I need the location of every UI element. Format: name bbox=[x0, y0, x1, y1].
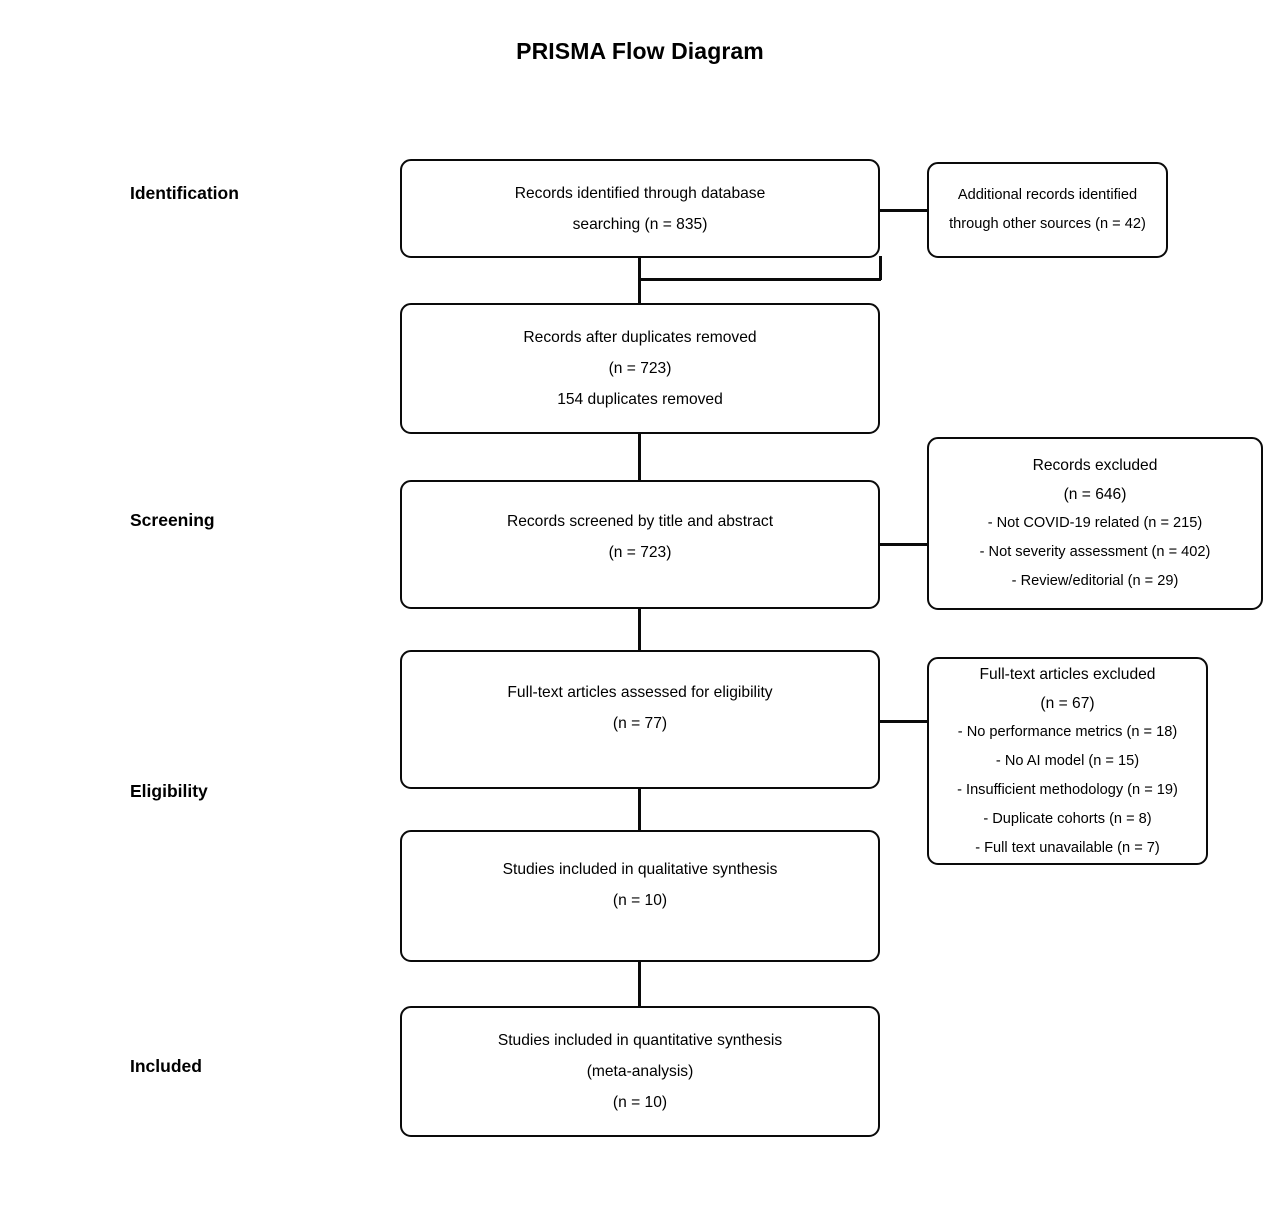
quantitative-line-3: (n = 10) bbox=[612, 1094, 668, 1111]
qualitative-synthesis-box: Studies included in qualitative synthesi… bbox=[400, 830, 880, 962]
fulltext-excluded-reason-3: - Insufficient methodology (n = 19) bbox=[957, 781, 1178, 798]
quantitative-line-1: Studies included in quantitative synthes… bbox=[497, 1032, 783, 1049]
connector-merge-bar bbox=[638, 278, 881, 281]
fulltext-assessed-line-1: Full-text articles assessed for eligibil… bbox=[507, 684, 773, 701]
stage-label-screening: Screening bbox=[130, 510, 215, 530]
qualitative-line-1: Studies included in qualitative synthesi… bbox=[502, 861, 778, 878]
connector-additional-down bbox=[879, 256, 882, 280]
quantitative-line-2: (meta-analysis) bbox=[586, 1063, 694, 1080]
connector-fulltext-to-excluded bbox=[879, 720, 929, 723]
stage-label-eligibility: Eligibility bbox=[130, 781, 208, 801]
fulltext-assessed-line-2: (n = 77) bbox=[612, 715, 668, 732]
connector-screened-to-excluded bbox=[879, 543, 929, 546]
records-excluded-box: Records excluded (n = 646) - Not COVID-1… bbox=[927, 437, 1263, 610]
qualitative-line-2: (n = 10) bbox=[612, 892, 668, 909]
records-screened-line-1: Records screened by title and abstract bbox=[506, 513, 774, 530]
records-excluded-reason-2: - Not severity assessment (n = 402) bbox=[979, 544, 1211, 560]
connector-fulltext-to-qualitative bbox=[638, 787, 641, 832]
fulltext-assessed-box: Full-text articles assessed for eligibil… bbox=[400, 650, 880, 789]
records-screened-box: Records screened by title and abstract (… bbox=[400, 480, 880, 609]
fulltext-excluded-count: (n = 67) bbox=[1040, 694, 1095, 712]
records-excluded-count: (n = 646) bbox=[1063, 486, 1127, 503]
connector-identified-to-additional bbox=[879, 209, 929, 212]
fulltext-excluded-reason-4: - Duplicate cohorts (n = 8) bbox=[983, 810, 1152, 827]
duplicates-line-2: (n = 723) bbox=[608, 360, 672, 377]
stage-label-included: Included bbox=[130, 1056, 202, 1076]
fulltext-excluded-reason-5: - Full text unavailable (n = 7) bbox=[975, 839, 1160, 856]
stage-label-identification: Identification bbox=[130, 183, 239, 203]
records-identified-line-2: searching (n = 835) bbox=[572, 215, 708, 233]
connector-screened-to-fulltext bbox=[638, 607, 641, 652]
fulltext-excluded-reason-1: - No performance metrics (n = 18) bbox=[957, 723, 1178, 740]
records-excluded-heading: Records excluded bbox=[1032, 457, 1158, 474]
fulltext-excluded-reason-2: - No AI model (n = 15) bbox=[995, 752, 1140, 769]
records-excluded-reason-3: - Review/editorial (n = 29) bbox=[1011, 573, 1179, 589]
connector-identified-down bbox=[638, 256, 641, 282]
connector-duplicates-to-screened bbox=[638, 432, 641, 482]
fulltext-excluded-box: Full-text articles excluded (n = 67) - N… bbox=[927, 657, 1208, 865]
records-identified-box: Records identified through database sear… bbox=[400, 159, 880, 258]
connector-qualitative-to-quantitative bbox=[638, 960, 641, 1008]
connector-merge-to-duplicates bbox=[638, 278, 641, 305]
records-excluded-reason-1: - Not COVID-19 related (n = 215) bbox=[987, 515, 1203, 531]
quantitative-synthesis-box: Studies included in quantitative synthes… bbox=[400, 1006, 880, 1137]
additional-records-line-1: Additional records identified bbox=[957, 187, 1138, 203]
duplicates-line-3: 154 duplicates removed bbox=[557, 391, 723, 408]
duplicates-line-1: Records after duplicates removed bbox=[523, 329, 757, 346]
records-identified-line-1: Records identified through database bbox=[514, 184, 766, 202]
records-screened-line-2: (n = 723) bbox=[608, 544, 672, 561]
additional-records-box: Additional records identified through ot… bbox=[927, 162, 1168, 258]
page-title: PRISMA Flow Diagram bbox=[516, 38, 764, 64]
records-after-duplicates-box: Records after duplicates removed (n = 72… bbox=[400, 303, 880, 434]
fulltext-excluded-heading: Full-text articles excluded bbox=[979, 665, 1156, 683]
additional-records-line-2: through other sources (n = 42) bbox=[949, 216, 1146, 232]
